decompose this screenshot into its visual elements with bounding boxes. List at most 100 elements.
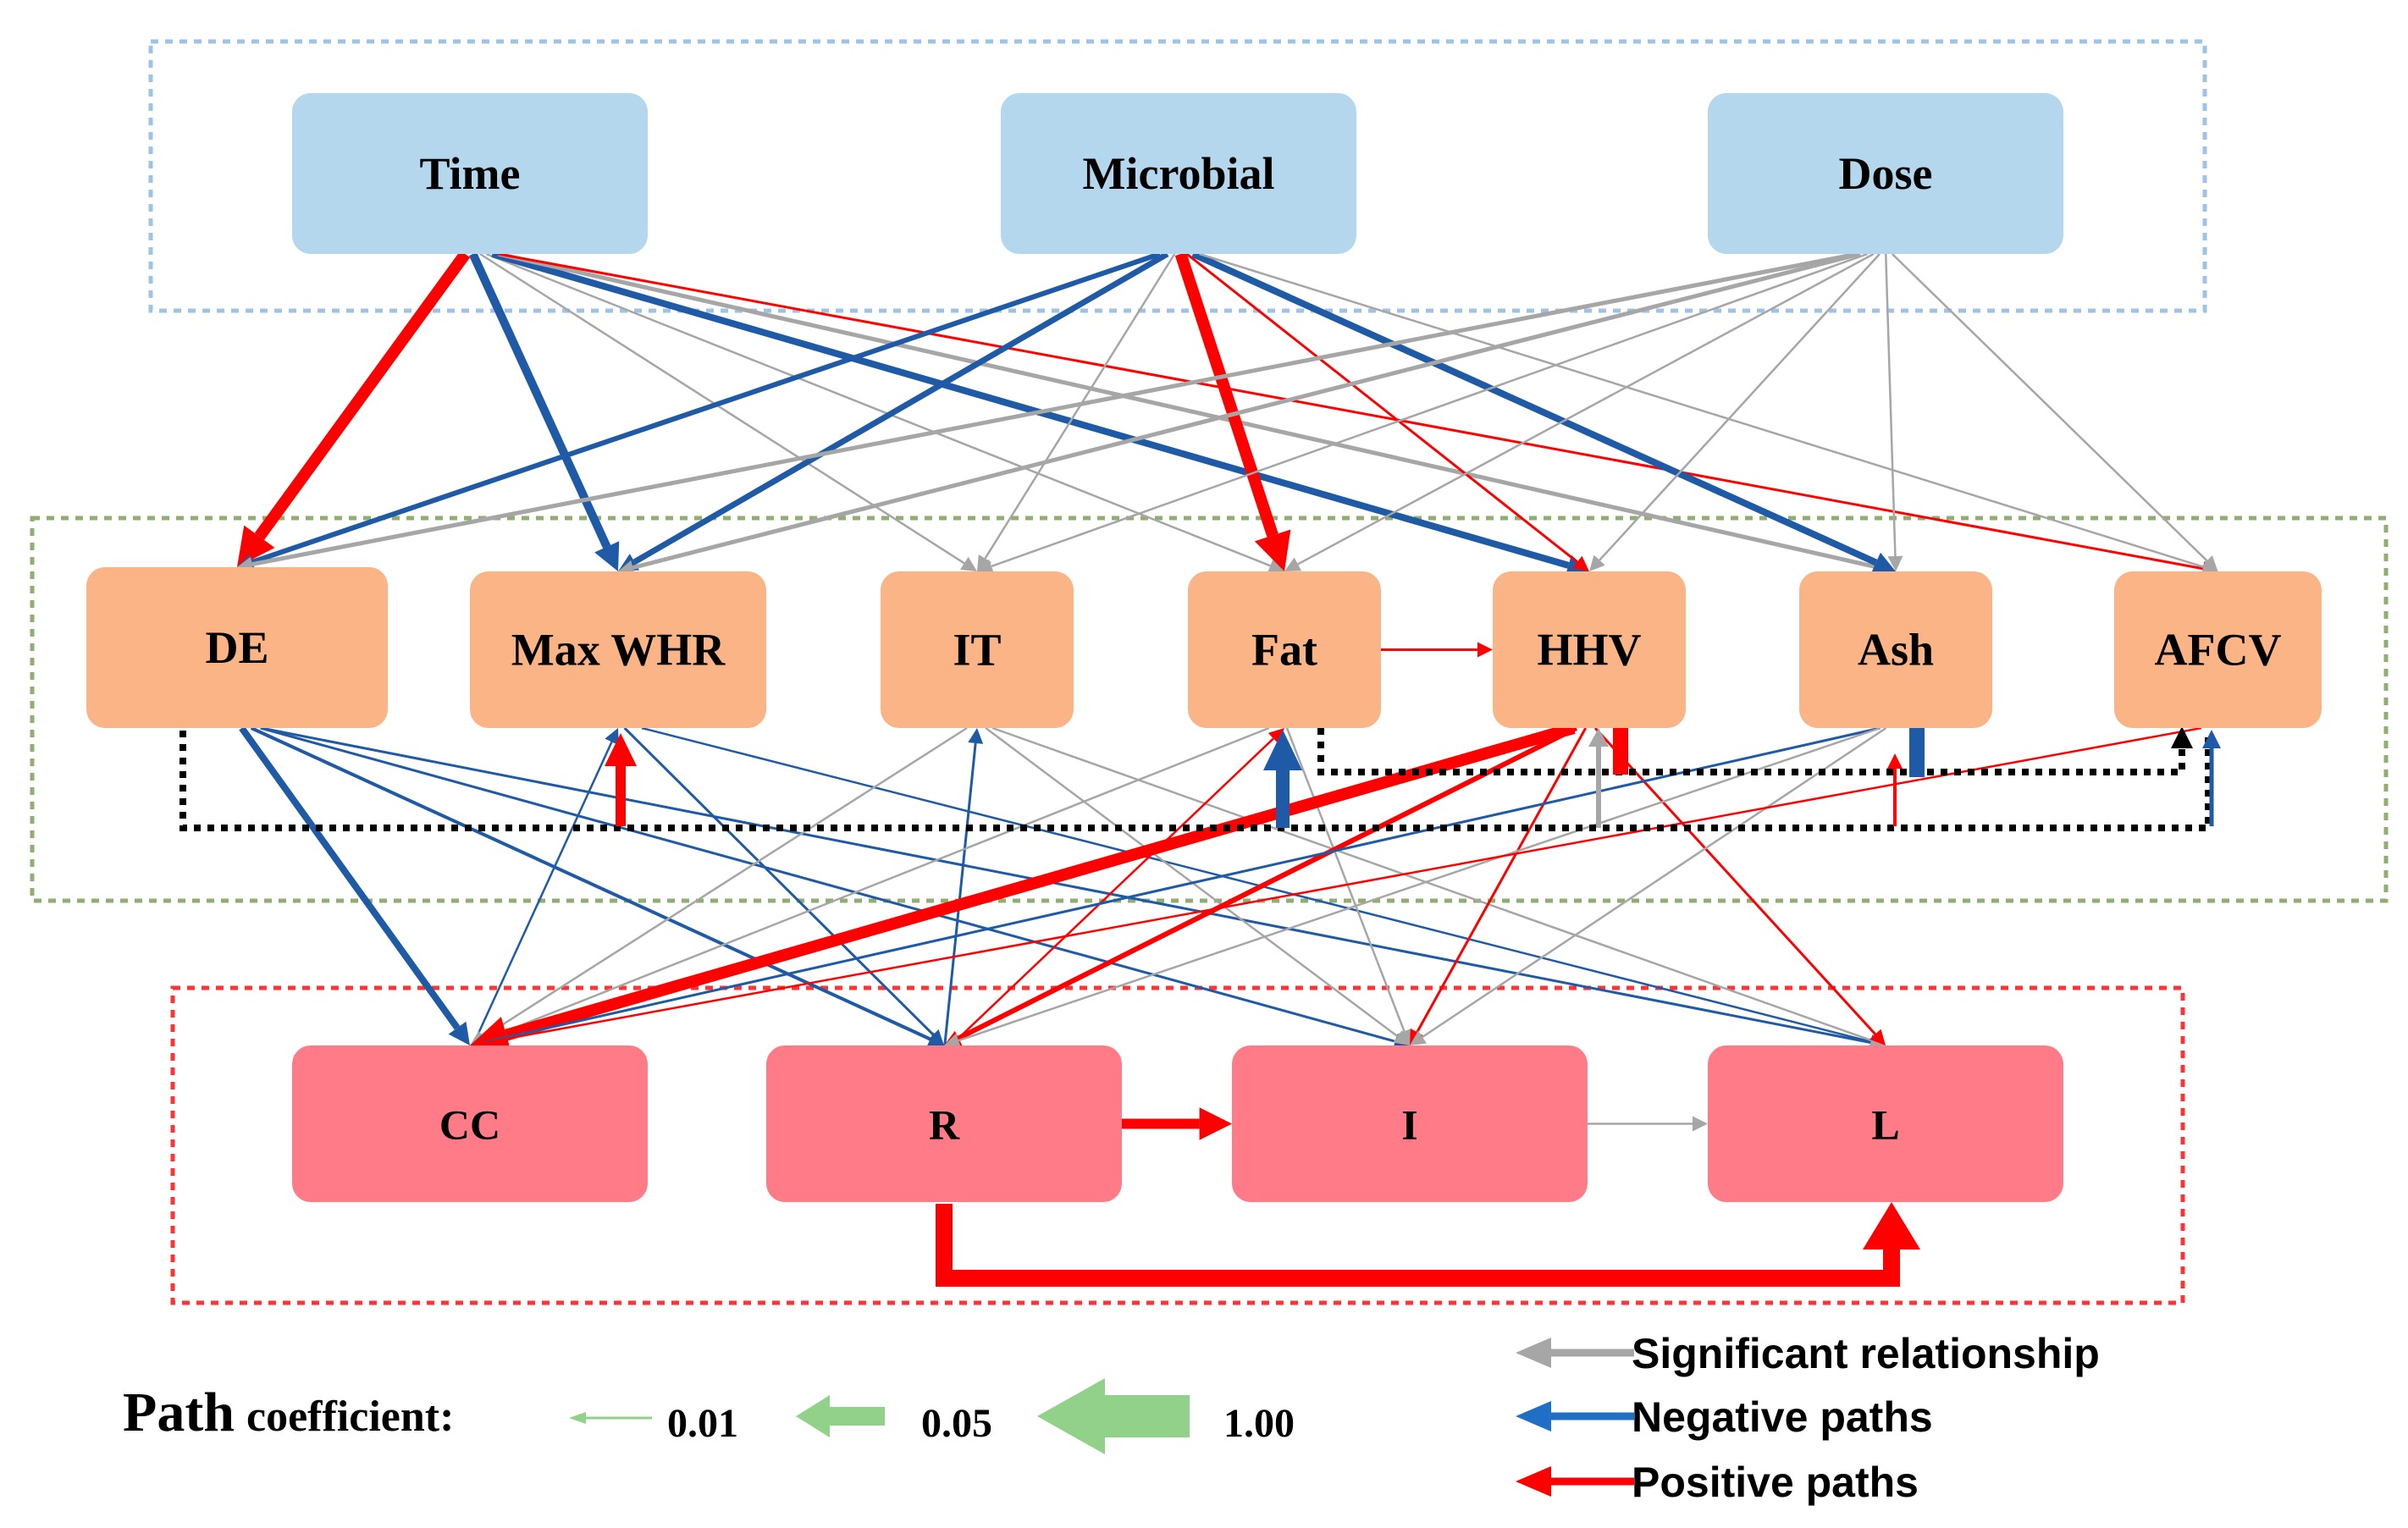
node-ash: Ash	[1799, 571, 1992, 728]
node-box-it	[881, 571, 1074, 728]
node-label-r: R	[929, 1101, 960, 1149]
node-box-cc	[292, 1045, 648, 1202]
edge-arrowhead-r-to-fat	[1268, 728, 1284, 744]
node-label-ash: Ash	[1858, 625, 1934, 676]
node-box-l	[1708, 1045, 2063, 1202]
node-box-fat	[1188, 571, 1381, 728]
edge-de-to-i	[260, 726, 1396, 1043]
node-i: I	[1232, 1045, 1588, 1202]
edge-afcv-to-cc	[484, 726, 2202, 1044]
edge-time-to-afcv	[498, 252, 2204, 571]
edge-fat-to-cc	[483, 726, 1270, 1041]
edge-r-to-fat	[950, 737, 1274, 1046]
edge-arrowhead-fat-to-hhv	[1477, 642, 1493, 658]
edge-it-to-cc	[482, 726, 968, 1039]
legend-negative-arrowhead	[1516, 1401, 1551, 1431]
edge-dose-to-afcv	[1891, 253, 2208, 562]
coefficient-legend: Path coefficient: 0.01 0.05 1.00	[123, 1378, 1295, 1454]
edge-hhv-to-i	[1416, 727, 1588, 1033]
node-box-dose	[1708, 93, 2063, 254]
edge-microbial-to-de	[251, 251, 1161, 565]
edge-time-to-maxwhr	[468, 251, 611, 549]
edge-arrowhead-dose-to-hhv	[1589, 554, 1605, 571]
node-box-afcv	[2114, 571, 2322, 728]
arrowhead-r-to-l	[1863, 1202, 1920, 1249]
edge-arrowhead-dose-to-it	[977, 559, 994, 574]
arrowhead-up-fat	[1263, 730, 1302, 770]
node-box-time	[292, 93, 648, 254]
edge-arrowhead-microbial-to-ash	[1871, 552, 1896, 573]
edge-arrowhead-microbial-to-fat	[1254, 529, 1291, 571]
special-connectors	[179, 726, 2221, 1287]
node-label-hhv: HHV	[1537, 625, 1641, 676]
edge-dose-to-hhv	[1599, 253, 1881, 561]
edge-maxwhr-to-l	[641, 726, 1871, 1043]
edge-dose-to-de	[251, 251, 1858, 567]
edge-arrowhead-time-to-fat	[1267, 558, 1284, 573]
edge-dose-to-ash	[1884, 253, 1897, 557]
node-label-fat: Fat	[1251, 625, 1317, 676]
edge-dose-to-it	[991, 252, 1868, 568]
edge-ash-to-cc	[484, 726, 1881, 1044]
edge-arrowhead-cc-to-maxwhr	[605, 728, 619, 746]
node-maxwhr: Max WHR	[470, 571, 766, 728]
coef-value-big: 1.00	[1223, 1401, 1295, 1446]
arrowhead-up-afcv	[2202, 730, 2221, 748]
edge-arrowhead-time-to-maxwhr	[594, 541, 620, 571]
edge-hhv-to-cc	[505, 722, 1576, 1041]
node-label-time: Time	[420, 148, 521, 199]
edge-dose-to-maxwhr	[632, 251, 1861, 570]
edge-microbial-to-afcv	[1199, 252, 2204, 568]
node-fat: Fat	[1188, 571, 1381, 728]
edge-microbial-to-fat	[1174, 251, 1279, 538]
node-box-ash	[1799, 571, 1992, 728]
edge-arrowhead-dose-to-maxwhr	[618, 560, 635, 576]
edge-arrowhead-microbial-to-hhv	[1572, 555, 1589, 571]
dotted-arrowhead-afcv	[2171, 726, 2193, 748]
edge-arrowhead-dose-to-ash	[1887, 555, 1903, 571]
sign-legend: Significant relationship Negative paths …	[1516, 1330, 2100, 1506]
coef-arrow-big-head	[1037, 1378, 1105, 1454]
legend-positive-arrowhead	[1516, 1466, 1551, 1497]
node-box-r	[766, 1045, 1122, 1202]
node-label-l: L	[1871, 1101, 1899, 1149]
edge-time-to-de	[254, 250, 471, 540]
node-box-i	[1232, 1045, 1588, 1202]
edge-ash-to-r	[958, 726, 1881, 1042]
edge-microbial-to-hhv	[1185, 252, 1578, 564]
edge-hhv-to-r	[957, 725, 1578, 1041]
connector-r-to-l	[936, 1204, 1900, 1287]
node-label-afcv: AFCV	[2155, 625, 2282, 676]
legend-significant-label: Significant relationship	[1632, 1330, 2100, 1377]
edges-layer	[237, 250, 2218, 1140]
node-label-dose: Dose	[1839, 148, 1933, 199]
node-dose: Dose	[1708, 93, 2063, 254]
edge-arrowhead-it-to-i	[1393, 1030, 1410, 1045]
edge-arrowhead-time-to-de	[237, 525, 275, 567]
edge-arrowhead-r-to-it	[968, 728, 984, 744]
node-label-maxwhr: Max WHR	[511, 625, 726, 676]
edge-arrowhead-ash-to-i	[1410, 1030, 1427, 1045]
edge-arrowhead-i-to-l	[1693, 1116, 1708, 1132]
node-afcv: AFCV	[2114, 571, 2322, 728]
coef-value-small: 0.01	[667, 1401, 738, 1446]
group-outcomes-frame	[170, 985, 2185, 1305]
edge-time-to-ash	[498, 251, 1882, 571]
dotted-connector-de-afcv	[179, 731, 2212, 831]
node-time: Time	[292, 93, 648, 254]
edge-microbial-to-ash	[1191, 251, 1878, 566]
coefficient-label-big: Path	[123, 1382, 235, 1443]
node-label-microbial: Microbial	[1083, 148, 1275, 199]
edge-arrowhead-maxwhr-to-r	[927, 1029, 944, 1045]
node-hhv: HHV	[1493, 571, 1686, 728]
edge-arrowhead-ash-to-r	[944, 1033, 961, 1048]
node-label-it: IT	[953, 625, 1001, 676]
node-label-de: DE	[205, 622, 268, 673]
edge-arrowhead-dose-to-fat	[1284, 557, 1302, 571]
edge-arrowhead-fat-to-i	[1397, 1028, 1411, 1045]
edge-de-to-r	[250, 726, 931, 1041]
edge-hhv-to-l	[1593, 726, 1876, 1035]
edge-arrowhead-time-to-it	[959, 556, 977, 571]
